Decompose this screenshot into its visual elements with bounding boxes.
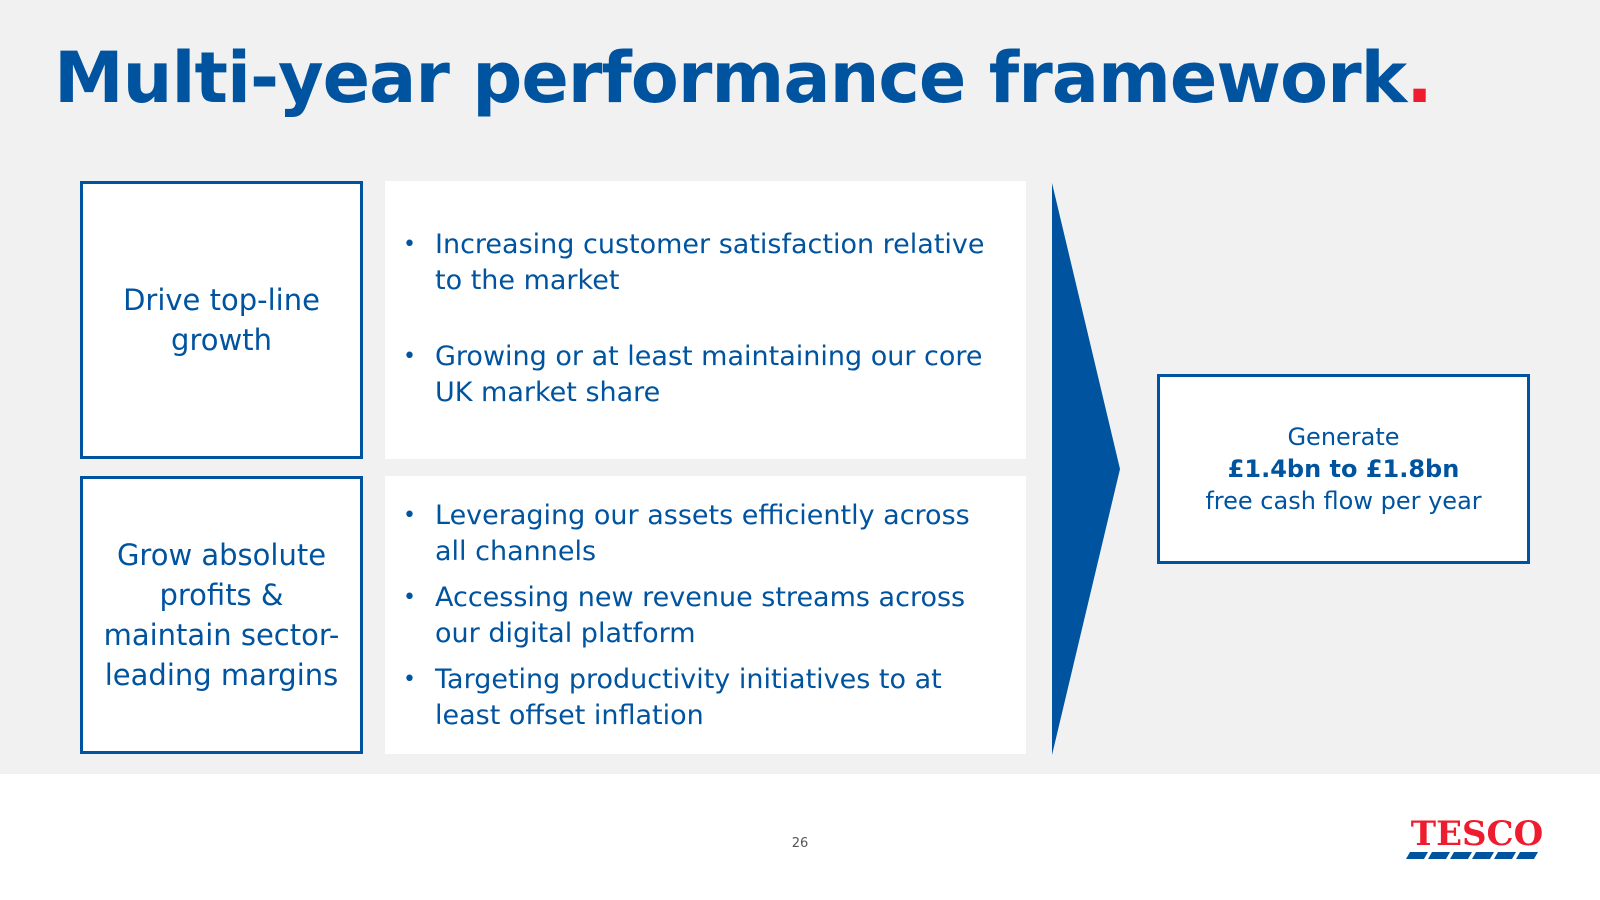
outcome-line-3: free cash flow per year [1205, 487, 1482, 515]
bullet-icon: • [403, 344, 416, 369]
bullet-text: Increasing customer satisfaction relativ… [435, 229, 985, 296]
pillar-profits-margins: Grow absolute profits & maintain sector-… [80, 476, 363, 754]
outcome-line-1: Generate [1287, 423, 1400, 451]
tesco-logo-icon: TESCO [1406, 815, 1543, 859]
bullet-icon: • [403, 503, 416, 528]
bullet-icon: • [403, 232, 416, 257]
pillar-label: Grow absolute profits & maintain sector-… [103, 538, 340, 692]
pillar-label: Drive top-line growth [123, 283, 320, 357]
logo-text: TESCO [1411, 815, 1543, 854]
list-item: • Targeting productivity initiatives to … [397, 662, 1008, 734]
bullet-text: Targeting productivity initiatives to at… [435, 664, 942, 731]
bullet-panel-profits: • Leveraging our assets efficiently acro… [385, 476, 1026, 754]
list-item: • Leveraging our assets efficiently acro… [397, 498, 1008, 570]
page-number: 26 [791, 836, 809, 851]
bullet-icon: • [403, 585, 416, 610]
pillar-top-line-growth: Drive top-line growth [80, 181, 363, 459]
bullet-text: Leveraging our assets efficiently across… [435, 500, 970, 567]
page-title: Multi-year performance framework. [54, 37, 1433, 119]
bullet-panel-growth: • Increasing customer satisfaction relat… [385, 181, 1026, 459]
page-title-dot: . [1406, 37, 1433, 119]
bullet-text: Accessing new revenue streams across our… [435, 582, 966, 649]
outcome-amount: £1.4bn to £1.8bn [1227, 455, 1460, 483]
chevron-right-arrow-icon [1052, 183, 1120, 755]
bullet-icon: • [403, 667, 416, 692]
list-item: • Increasing customer satisfaction relat… [397, 227, 1008, 299]
bullet-text: Growing or at least maintaining our core… [435, 341, 983, 408]
list-item: • Accessing new revenue streams across o… [397, 580, 1008, 652]
list-item: • Growing or at least maintaining our co… [397, 339, 1008, 411]
page-title-text: Multi-year performance framework [54, 37, 1407, 119]
outcome-box: Generate £1.4bn to £1.8bn free cash flow… [1157, 374, 1530, 564]
